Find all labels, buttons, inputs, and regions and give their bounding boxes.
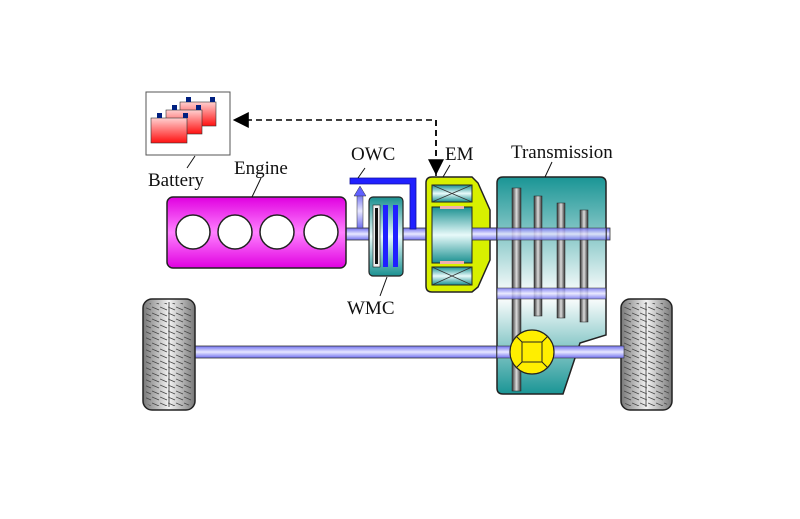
left-wheel [142,298,196,411]
transmission-label: Transmission [511,142,613,163]
engine [166,196,347,269]
electric-motor [425,176,491,293]
em-label: EM [445,144,474,165]
engine-leader [251,177,262,198]
battery-leader [186,155,196,169]
battery-cell-icon [150,97,217,144]
owc [349,177,417,230]
battery [145,91,231,156]
wmc [368,196,404,277]
differential [509,329,555,375]
transmission-leader [544,161,553,178]
battery-label: Battery [148,170,204,191]
wmc-label: WMC [347,298,395,319]
engine-label: Engine [234,158,288,179]
em-leader [442,164,451,178]
input-shaft [496,227,607,241]
counter-shaft [496,287,607,300]
owc-label: OWC [351,144,395,165]
owc-leader [357,167,366,179]
transmission [496,176,625,395]
right-wheel [620,298,673,411]
wmc-leader [379,276,388,297]
